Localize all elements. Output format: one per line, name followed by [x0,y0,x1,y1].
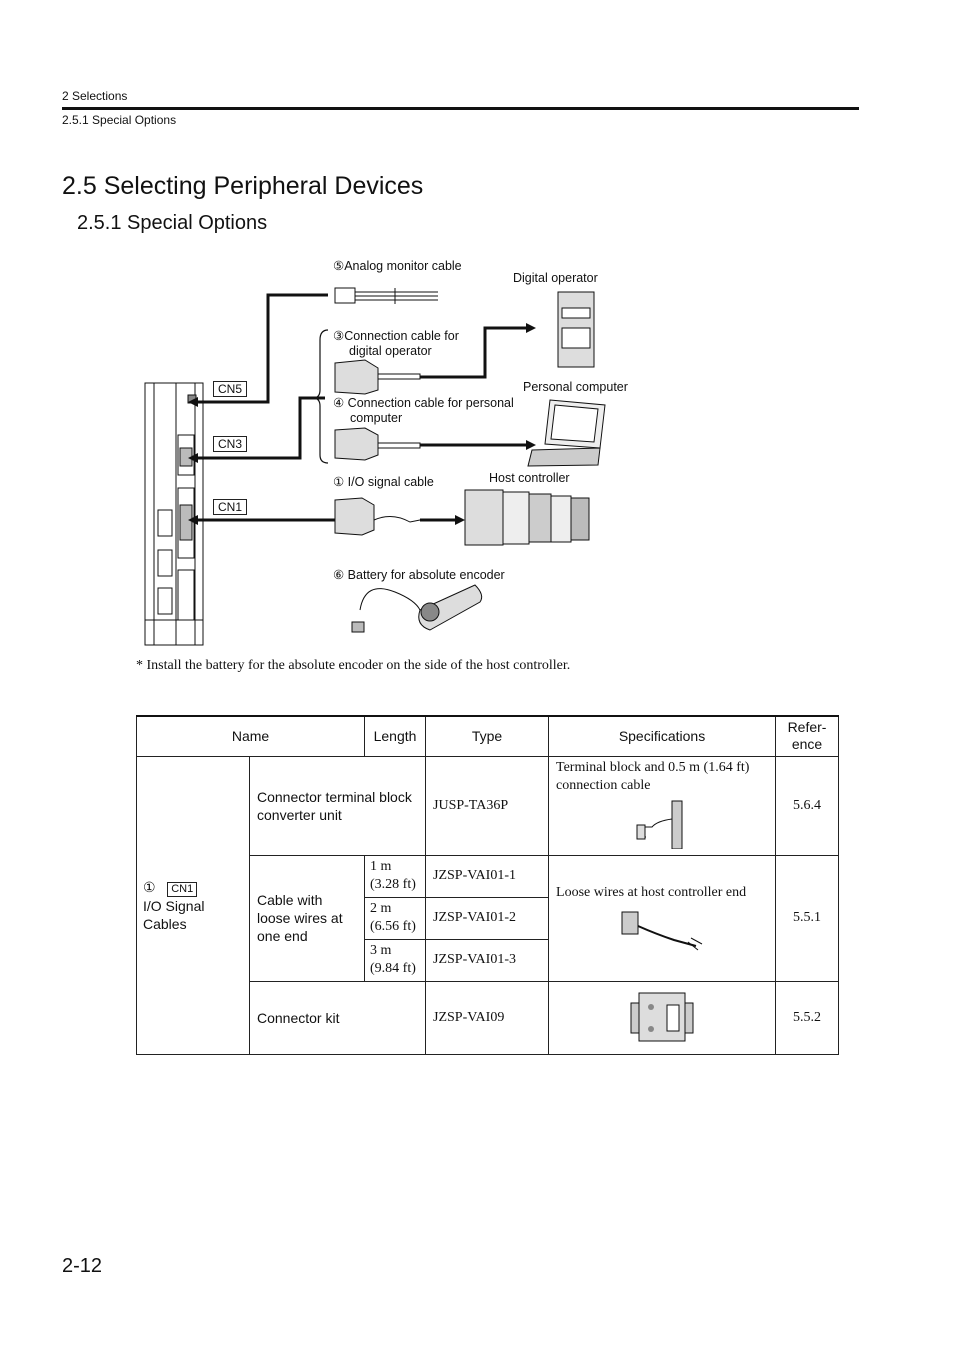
header-length: Length [364,715,427,757]
group-cell: ① CN1 I/O Signal Cables [136,755,250,1055]
row3-spec-cell [548,980,777,1055]
pc-cable-label-1: ④ Connection cable for personal [333,396,514,410]
header-reference: Refer- ence [775,715,840,757]
row2-ref: 5.5.1 [775,854,840,982]
battery-illustration [351,584,483,633]
analog-monitor-cable [334,287,438,304]
subsection-title: 2.5.1 Special Options [77,212,268,234]
host-controller-label: Host controller [489,471,570,485]
row1-spec-cell: Terminal block and 0.5 m (1.64 ft) conne… [548,755,777,856]
section-title: 2.5 Selecting Peripheral Devices [62,172,424,200]
row1-name: Connector terminal block converter unit [248,755,427,856]
host-controller-illustration [464,489,590,546]
personal-computer-illustration [527,399,606,467]
header-name: Name [135,715,366,757]
row3-name: Connector kit [248,980,427,1055]
cn5-label: CN5 [213,381,248,397]
running-header-chapter: 2 Selections [62,89,128,103]
group-cn-box: CN1 [167,881,198,897]
row1-ref: 5.6.4 [775,755,840,856]
connector-kit-image [630,992,694,1041]
analog-monitor-cable-label: ⑤Analog monitor cable [333,259,462,273]
cn1-label: CN1 [213,499,248,515]
row3-type: JZSP-VAI09 [425,980,550,1055]
loose-wire-cable-image [621,911,703,950]
io-cable-label: ① I/O signal cable [333,475,434,489]
battery-note: * Install the battery for the absolute e… [136,658,571,673]
diagram-drawing [144,287,606,646]
running-header-section: 2.5.1 Special Options [62,113,177,127]
page-number: 2-12 [62,1255,103,1277]
digital-cable-label-2: digital operator [349,344,432,358]
row1-type: JUSP-TA36P [425,755,550,856]
personal-computer-label: Personal computer [523,380,628,394]
servopack-illustration [144,382,204,646]
digital-operator-label: Digital operator [513,271,598,285]
row2-type-2: JZSP-VAI01-2 [425,896,550,940]
pc-cable-label-2: computer [350,411,403,425]
header-specifications: Specifications [548,715,777,757]
terminal-block-cable-image [636,800,683,849]
header-type: Type [425,715,550,757]
group-number: ① [143,878,156,895]
row2-type-3: JZSP-VAI01-3 [425,938,550,982]
row2-len-2: 2 m(6.56 ft) [364,896,427,940]
row3-ref: 5.5.2 [775,980,840,1055]
pc-cable [334,427,421,461]
row2-type-1: JZSP-VAI01-1 [425,854,550,898]
row2-len-1: 1 m(3.28 ft) [364,854,427,898]
row2-spec: Loose wires at host controller end [556,884,747,900]
peripheral-diagram [130,250,650,650]
row1-spec: Terminal block and 0.5 m (1.64 ft) conne… [556,759,750,793]
digital-operator-cable [334,359,421,395]
row2-spec-cell: Loose wires at host controller end [548,854,777,982]
row2-name: Cable with loose wires at one end [248,854,366,982]
digital-operator-illustration [557,291,595,368]
cn3-label: CN3 [213,436,248,452]
battery-label: ⑥ Battery for absolute encoder [333,568,505,582]
row2-len-3: 3 m(9.84 ft) [364,938,427,982]
cn3-line [192,396,325,460]
special-options-table: Name Length Type Specifications Refer- e… [135,715,840,1055]
io-signal-cable [334,497,421,536]
digital-cable-label-1: ③Connection cable for [333,329,459,343]
group-label: I/O Signal Cables [143,897,205,932]
header-rule [62,107,859,110]
cn5-line [192,293,328,404]
